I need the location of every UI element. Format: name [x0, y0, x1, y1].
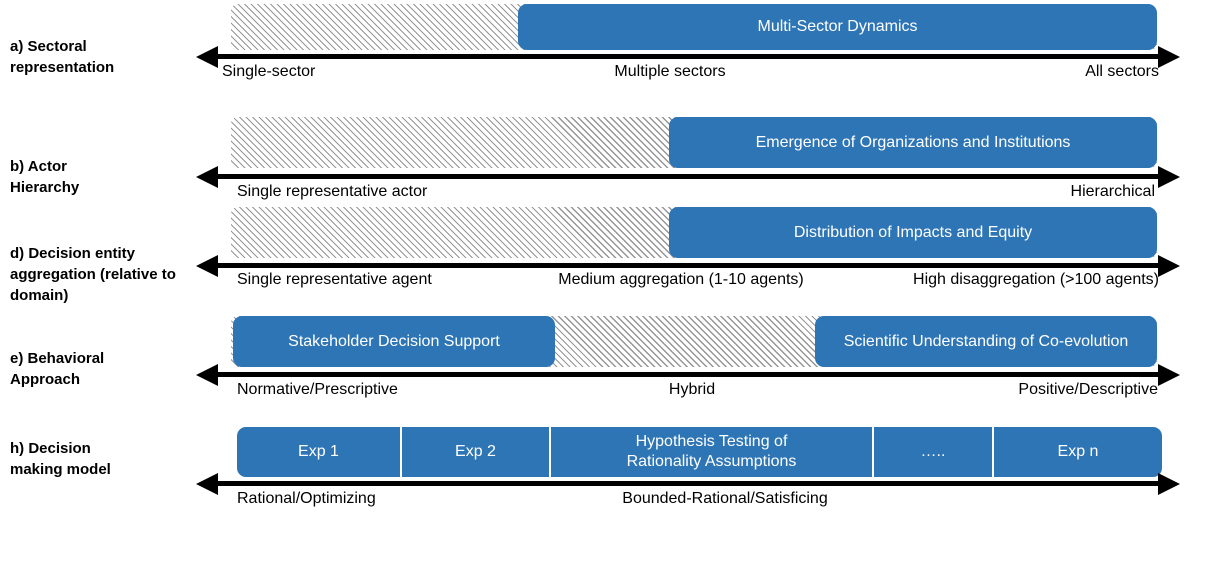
axis-label-rational-optimizing: Rational/Optimizing: [237, 490, 376, 507]
axis-label-positive-descriptive: Positive/Descriptive: [1018, 381, 1158, 398]
axis-label-high-disaggregation: High disaggregation (>100 agents): [913, 271, 1159, 288]
box-ellipsis: …..: [874, 427, 994, 477]
axis-label-single-representative-agent: Single representative agent: [237, 271, 432, 288]
box-hypothesis-testing-label: Hypothesis Testing of Rationality Assump…: [626, 433, 797, 470]
row-label-decision-making-model: h) Decision making model: [10, 440, 111, 478]
arrowhead-right-icon: [1158, 255, 1180, 277]
row-label-sectoral-representation: a) Sectoral representation: [10, 38, 115, 76]
box-multi-sector-dynamics: Multi-Sector Dynamics: [518, 4, 1157, 50]
spectrum-band-sectoral: Multi-Sector Dynamics: [231, 4, 1157, 50]
axis-label-normative-prescriptive: Normative/Prescriptive: [237, 381, 398, 398]
spectrum-band-behavioral: Stakeholder Decision Support Scientific …: [231, 316, 1157, 367]
box-exp-2-label: Exp 2: [455, 443, 496, 460]
box-exp-1: Exp 1: [237, 427, 402, 477]
box-scientific-understanding-coevolution-label: Scientific Understanding of Co-evolution: [843, 332, 1129, 350]
axis-line: [206, 174, 1170, 179]
axis-aggregation: [196, 255, 1180, 277]
box-stakeholder-decision-support-label: Stakeholder Decision Support: [288, 332, 500, 350]
arrowhead-right-icon: [1158, 364, 1180, 386]
row-label-decision-entity-aggregation: d) Decision entity aggregation (relative…: [10, 245, 176, 304]
box-exp-n-label: Exp n: [1057, 443, 1099, 460]
box-distribution-impacts-equity: Distribution of Impacts and Equity: [669, 207, 1157, 258]
axis-behavioral: [196, 364, 1180, 386]
axis-label-all-sectors: All sectors: [1085, 63, 1159, 80]
arrowhead-right-icon: [1158, 473, 1180, 495]
box-multi-sector-dynamics-label: Multi-Sector Dynamics: [757, 18, 918, 35]
axis-label-single-sector: Single-sector: [222, 63, 316, 80]
spectrum-band-actor-hierarchy: Emergence of Organizations and Instituti…: [231, 117, 1157, 168]
box-exp-1-label: Exp 1: [298, 443, 339, 460]
box-distribution-impacts-equity-label: Distribution of Impacts and Equity: [793, 223, 1033, 241]
row-label-actor-hierarchy: b) Actor Hierarchy: [10, 158, 80, 196]
box-scientific-understanding-coevolution: Scientific Understanding of Co-evolution: [815, 316, 1157, 367]
axis-decision-model: [196, 473, 1180, 495]
box-hypothesis-testing: Hypothesis Testing of Rationality Assump…: [551, 427, 874, 477]
axis-line: [206, 263, 1170, 268]
arrowhead-right-icon: [1158, 46, 1180, 68]
box-ellipsis-label: …..: [920, 443, 946, 460]
axis-line: [206, 481, 1170, 486]
spectrum-band-decision-model: Exp 1 Exp 2 Hypothesis Testing of Ration…: [237, 427, 1162, 477]
axis-label-hierarchical: Hierarchical: [1070, 183, 1155, 200]
arrowhead-right-icon: [1158, 166, 1180, 188]
axis-actor-hierarchy: [196, 166, 1180, 188]
row-label-behavioral-approach: e) Behavioral Approach: [10, 350, 105, 388]
box-emergence-organizations: Emergence of Organizations and Instituti…: [669, 117, 1157, 168]
axis-label-single-representative-actor: Single representative actor: [237, 183, 428, 200]
box-exp-n: Exp n: [994, 427, 1162, 477]
axis-label-medium-aggregation: Medium aggregation (1-10 agents): [558, 271, 804, 288]
spectrum-band-aggregation: Distribution of Impacts and Equity: [231, 207, 1157, 258]
axis-label-bounded-rational-satisficing: Bounded-Rational/Satisficing: [622, 490, 828, 507]
box-stakeholder-decision-support: Stakeholder Decision Support: [233, 316, 555, 367]
box-emergence-organizations-label: Emergence of Organizations and Instituti…: [755, 133, 1071, 151]
axis-label-multiple-sectors: Multiple sectors: [614, 63, 726, 80]
axis-label-hybrid: Hybrid: [668, 381, 716, 398]
box-exp-2: Exp 2: [402, 427, 551, 477]
axis-sectoral: [196, 46, 1180, 68]
axis-line: [206, 372, 1170, 377]
axis-line: [206, 54, 1170, 59]
